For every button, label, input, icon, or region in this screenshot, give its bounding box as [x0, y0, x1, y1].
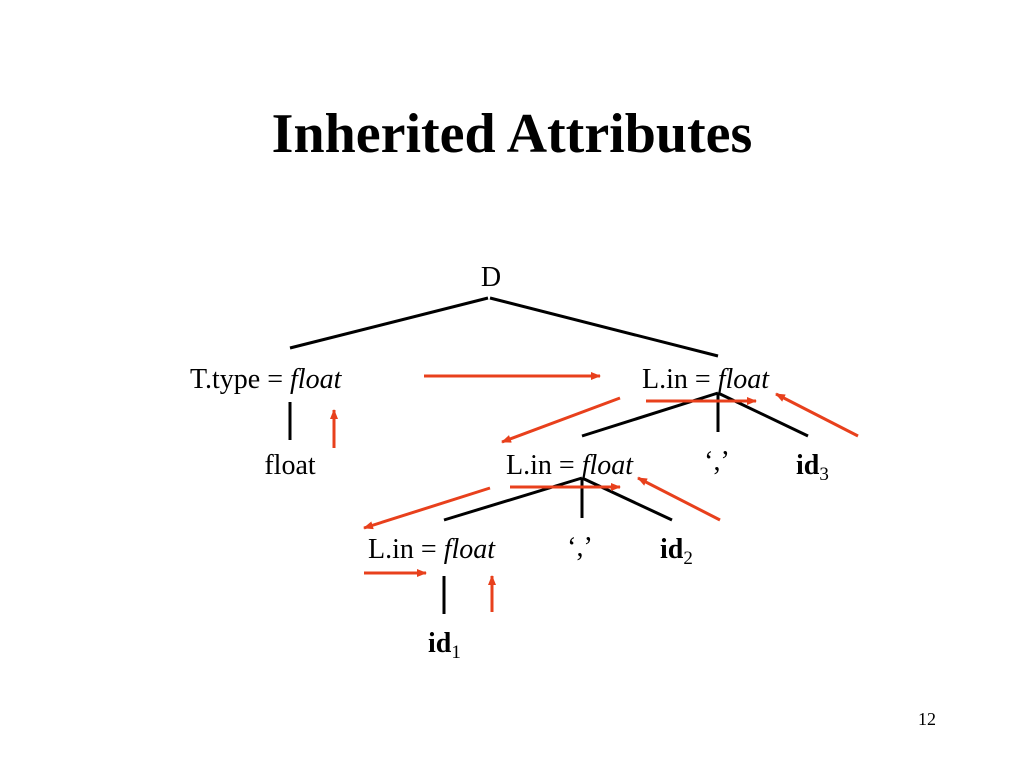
node-l3-value: float [444, 534, 497, 565]
node-d: D [481, 262, 501, 293]
node-id2-name: id [660, 534, 684, 565]
node-t-type: T.type = float [190, 364, 343, 395]
node-t-value: float [290, 364, 343, 395]
node-l1-attr: L.in = [642, 364, 718, 395]
node-id2: id2 [660, 534, 693, 569]
attribute-flow-arrows [330, 372, 859, 612]
edge-d-l [489, 296, 719, 358]
edge-l1-l2 [581, 391, 719, 438]
edge-l2-id2 [581, 476, 673, 522]
node-l2-value: float [582, 450, 635, 481]
node-id2-sub: 2 [683, 548, 693, 569]
node-id3-sub: 3 [819, 464, 829, 485]
node-id1: id1 [428, 628, 461, 663]
node-id3-name: id [796, 450, 820, 481]
arrow-id3-to-l1 [775, 392, 859, 438]
node-id1-name: id [428, 628, 452, 659]
node-float-leaf: float [264, 450, 316, 481]
edge-d-t [289, 296, 489, 350]
arrow-id2-to-l2 [637, 476, 721, 522]
node-comma-1: ‘,’ [704, 446, 730, 477]
page-number: 12 [918, 709, 936, 729]
node-l2: L.in = float [506, 450, 634, 481]
edge-l1-id3 [717, 391, 809, 438]
node-l3-attr: L.in = [368, 534, 444, 565]
node-t-attr: T.type = [190, 364, 290, 395]
node-id1-sub: 1 [451, 642, 461, 663]
edge-l2-l3 [443, 476, 583, 522]
node-l1-value: float [718, 364, 771, 395]
node-l1: L.in = float [642, 364, 770, 395]
arrow-l1-to-l2 [501, 396, 621, 444]
arrow-l2-to-l3 [363, 486, 491, 530]
node-l3: L.in = float [368, 534, 496, 565]
node-l2-attr: L.in = [506, 450, 582, 481]
node-id3: id3 [796, 450, 829, 485]
slide-title: Inherited Attributes [271, 103, 753, 165]
node-comma-2: ‘,’ [567, 532, 593, 563]
